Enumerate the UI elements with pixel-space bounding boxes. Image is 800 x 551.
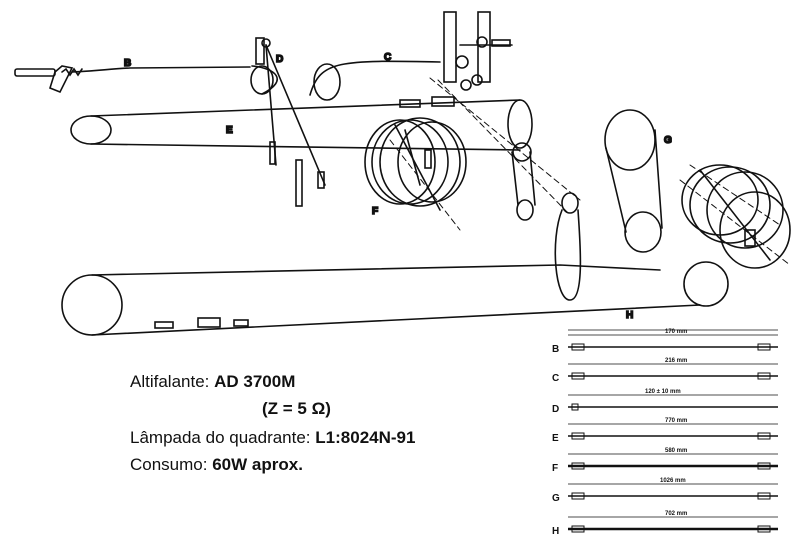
power-label: Consumo: xyxy=(130,455,208,474)
svg-text:702 mm: 702 mm xyxy=(665,511,687,517)
svg-text:B: B xyxy=(552,344,559,355)
svg-text:216 mm: 216 mm xyxy=(665,358,687,364)
label-d: D xyxy=(276,54,283,65)
svg-text:120 ± 10 mm: 120 ± 10 mm xyxy=(645,389,681,395)
svg-text:D: D xyxy=(552,404,559,415)
pulley-bracket-d: D xyxy=(250,37,326,207)
label-b: B xyxy=(124,58,131,69)
speaker-spec: Altifalante: AD 3700M xyxy=(130,372,295,392)
svg-text:580 mm: 580 mm xyxy=(665,448,687,454)
lamp-label: Lâmpada do quadrante: xyxy=(130,428,311,447)
speaker-model: AD 3700M xyxy=(214,372,296,391)
cord-c: C xyxy=(251,51,441,101)
cord-row-c: C 216 mm xyxy=(552,358,778,384)
svg-text:G: G xyxy=(552,493,560,504)
power-spec: Consumo: 60W aprox. xyxy=(130,455,303,475)
cord-row-g: G 1026 mm xyxy=(552,478,778,504)
svg-text:1026 mm: 1026 mm xyxy=(660,478,686,484)
cord-e: E xyxy=(70,96,533,151)
cord-row-b: B 170 mm xyxy=(552,329,778,355)
cord-h: H xyxy=(61,261,729,336)
lamp-model: L1:8024N-91 xyxy=(315,428,416,447)
lamp-spec: Lâmpada do quadrante: L1:8024N-91 xyxy=(130,428,415,448)
cord-row-d: D 120 ± 10 mm xyxy=(552,389,778,415)
label-c: C xyxy=(384,52,391,63)
center-pulleys xyxy=(511,142,582,301)
speaker-label: Altifalante: xyxy=(130,372,210,391)
label-h: H xyxy=(626,310,633,321)
cord-b: B xyxy=(14,57,251,94)
svg-text:170 mm: 170 mm xyxy=(665,329,687,335)
impedance-value: (Z = 5 Ω) xyxy=(262,399,331,418)
svg-text:H: H xyxy=(552,526,559,537)
impedance-spec: (Z = 5 Ω) xyxy=(262,399,331,419)
label-e: E xyxy=(226,125,233,136)
svg-text:C: C xyxy=(552,373,559,384)
drum-f: F xyxy=(364,117,467,218)
label-f: F xyxy=(372,206,378,217)
svg-text:770 mm: 770 mm xyxy=(665,418,687,424)
tuning-bracket xyxy=(443,11,513,91)
cord-row-e: E 770 mm xyxy=(552,418,778,444)
power-value: 60W aprox. xyxy=(212,455,303,474)
svg-text:F: F xyxy=(552,463,558,474)
label-g: G xyxy=(664,135,672,146)
drum-g: G xyxy=(604,109,791,269)
axis-lines xyxy=(389,77,791,266)
cord-length-table: B 170 mm C 216 mm D 120 ± 10 mm E 770 mm xyxy=(552,329,778,537)
cord-row-f: F 580 mm xyxy=(552,448,778,474)
cord-row-h: H 702 mm xyxy=(552,511,778,537)
svg-text:E: E xyxy=(552,433,559,444)
